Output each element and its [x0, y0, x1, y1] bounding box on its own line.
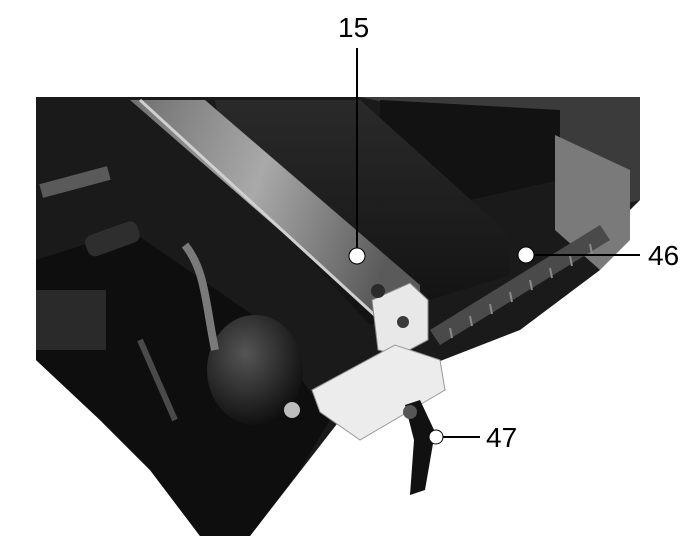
clamp-base: [311, 344, 446, 441]
callout-15: 15: [338, 12, 369, 265]
clamp-lever-pivot: [403, 405, 417, 419]
fence-rail-edge: [138, 98, 382, 322]
callout-47-label: 47: [486, 422, 517, 453]
sliding-table: [215, 100, 510, 325]
callout-46-label: 46: [648, 240, 679, 271]
callout-15-marker: [348, 247, 366, 265]
fence-screw: [397, 316, 409, 328]
callout-46-marker: [517, 246, 535, 264]
callout-46: 46: [517, 240, 679, 271]
fence-knob: [371, 284, 385, 298]
adjusting-rod-lower: [137, 338, 178, 422]
adjusting-rod: [181, 242, 219, 351]
shaft-left: [39, 166, 111, 198]
callout-15-label: 15: [338, 12, 369, 43]
callout-47: 47: [428, 422, 517, 453]
clamp-lever: [405, 400, 435, 495]
gear-rack-teeth: [449, 243, 593, 339]
motor: [207, 315, 303, 425]
housing-side-panel: [555, 135, 630, 270]
callout-47-marker: [428, 429, 444, 445]
machine-photo: [36, 97, 640, 536]
grip-handle: [85, 221, 140, 257]
machine-base: [36, 230, 330, 536]
left-bracket: [36, 290, 106, 350]
motor-knob: [284, 402, 300, 418]
machine-housing-right: [360, 97, 640, 210]
